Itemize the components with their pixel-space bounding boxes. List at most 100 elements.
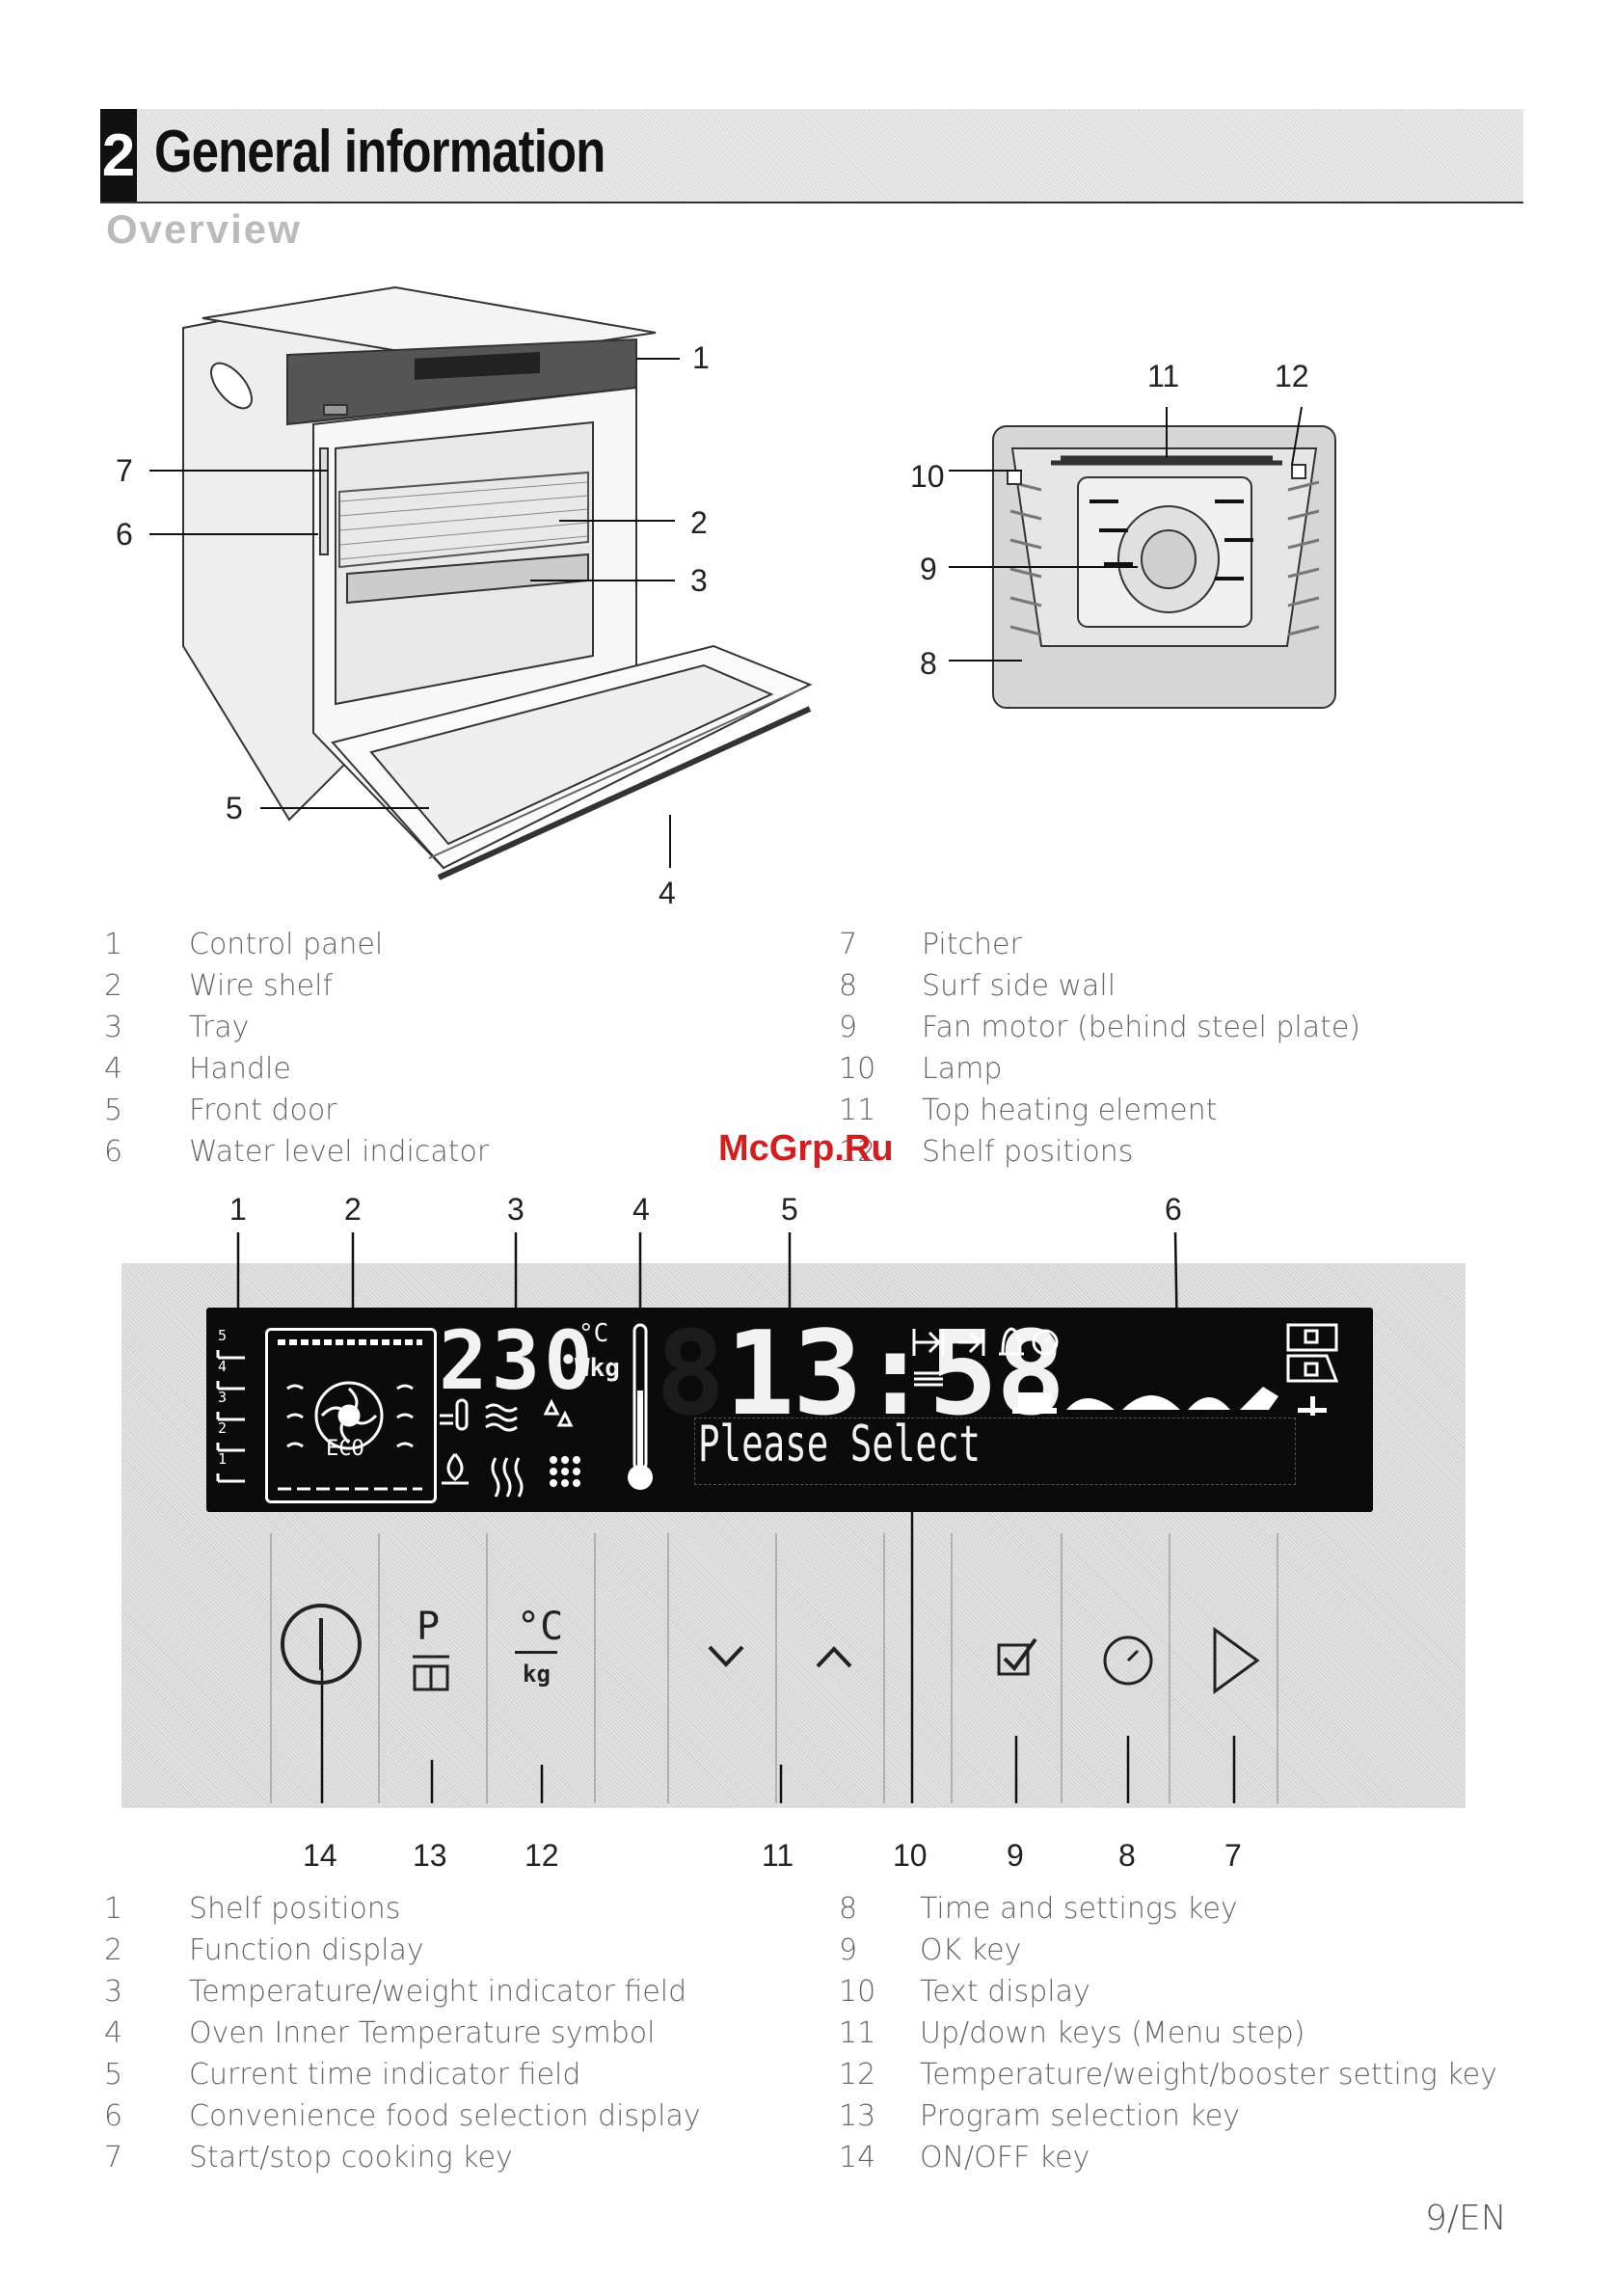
legend-text: ON/OFF key [920, 2141, 1090, 2174]
down-key[interactable] [702, 1639, 750, 1674]
legend-text: Time and settings key [920, 1892, 1238, 1926]
callout-4: 4 [659, 876, 676, 910]
key-separator [515, 1651, 557, 1654]
chevron-down-icon [708, 1645, 744, 1667]
legend-text: Front door [189, 1094, 337, 1127]
shelf-level-label: 3 [218, 1389, 228, 1406]
up-key[interactable] [810, 1639, 858, 1674]
fan-heating-icon [278, 1339, 422, 1491]
callout-9: 9 [920, 552, 937, 586]
legend-number: 11 [839, 1094, 876, 1127]
legend-number: 6 [104, 2099, 123, 2133]
legend-number: 11 [839, 2016, 876, 2050]
callout-1: 1 [692, 340, 710, 375]
function-display [265, 1328, 437, 1503]
legend-number: 9 [839, 1011, 858, 1044]
legend-number: 3 [104, 1011, 123, 1044]
legend-text: Temperature/weight/booster setting key [920, 2058, 1497, 2092]
legend-text: Start/stop cooking key [189, 2141, 513, 2174]
legend-number: 5 [104, 1094, 123, 1127]
weight-key-label: kg [523, 1661, 551, 1688]
legend-text: Top heating element [922, 1094, 1218, 1127]
legend-number: 7 [104, 2141, 123, 2174]
key-divider [1169, 1533, 1170, 1803]
temp-unit-label: °C [578, 1319, 609, 1348]
key-divider [378, 1533, 380, 1803]
legend-text: Surf side wall [922, 969, 1116, 1003]
legend-text: Wire shelf [189, 969, 334, 1003]
on-off-key[interactable] [278, 1601, 364, 1688]
weight-unit-label: Wkg [575, 1354, 620, 1383]
legend-text: Current time indicator field [189, 2058, 581, 2092]
legend-text: Text display [920, 1975, 1090, 2009]
panel-callout-3: 3 [507, 1192, 525, 1227]
shelf-level-label: 1 [218, 1450, 228, 1468]
watermark: McGrp.Ru [718, 1128, 894, 1169]
panel-callout-1: 1 [229, 1192, 247, 1227]
legend-number: 4 [104, 1052, 123, 1086]
legend-number: 10 [839, 1052, 876, 1086]
legend-number: 12 [839, 1135, 876, 1169]
legend-number: 4 [104, 2016, 123, 2050]
panel-callout-8: 8 [1118, 1838, 1136, 1873]
chapter-header-band [100, 109, 1523, 203]
legend-number: 7 [839, 928, 858, 961]
legend-text: Program selection key [920, 2099, 1240, 2133]
legend-number: 9 [839, 1933, 858, 1967]
panel-callout-5: 5 [781, 1192, 798, 1227]
timer-icons [912, 1327, 1059, 1387]
shelf-level-label: 5 [218, 1327, 228, 1344]
function-symbols [440, 1398, 580, 1498]
oven-inner-temperature-icon [628, 1323, 653, 1490]
legend-number: 6 [104, 1135, 123, 1169]
legend-text: OK key [920, 1933, 1022, 1967]
temperature-weight-key[interactable]: °C kg [509, 1605, 577, 1701]
legend-number: 8 [839, 969, 858, 1003]
book-icon [413, 1655, 449, 1691]
time-ghost-digit: 8 [656, 1308, 728, 1442]
section-title: Overview [106, 206, 302, 252]
play-icon [1213, 1627, 1260, 1694]
ok-key[interactable] [993, 1634, 1041, 1682]
legend-number: 1 [104, 1892, 123, 1926]
time-settings-key[interactable] [1099, 1632, 1157, 1689]
legend-number: 2 [104, 969, 123, 1003]
key-divider [270, 1533, 272, 1803]
text-display-frame [694, 1418, 1296, 1485]
legend-number: 8 [839, 1892, 858, 1926]
legend-text: Water level indicator [189, 1135, 490, 1169]
checkbox-icon [997, 1637, 1037, 1676]
panel-callout-7: 7 [1224, 1838, 1242, 1873]
program-letter: P [417, 1605, 441, 1649]
key-divider [486, 1533, 488, 1803]
callout-6: 6 [116, 517, 133, 552]
legend-text: Fan motor (behind steel plate) [922, 1011, 1361, 1044]
chapter-number: 2 [100, 109, 137, 202]
legend-text: Handle [189, 1052, 291, 1086]
legend-number: 1 [104, 928, 123, 961]
program-selection-key[interactable]: P [399, 1605, 467, 1701]
shelf-position-indicator: 5 4 3 2 1 [218, 1327, 251, 1481]
legend-text: Temperature/weight indicator field [189, 1975, 687, 2009]
clock-icon [1103, 1635, 1153, 1686]
key-divider [594, 1533, 596, 1803]
power-icon [281, 1604, 362, 1685]
legend-number: 5 [104, 2058, 123, 2092]
panel-callout-10: 10 [893, 1838, 928, 1873]
key-divider [883, 1533, 885, 1803]
callout-3: 3 [690, 563, 708, 598]
legend-number: 13 [839, 2099, 876, 2133]
panel-callout-12: 12 [525, 1838, 559, 1873]
legend-text: Oven Inner Temperature symbol [189, 2016, 656, 2050]
callout-8: 8 [920, 646, 937, 681]
panel-callout-14: 14 [303, 1838, 337, 1873]
legend-text: Shelf positions [922, 1135, 1134, 1169]
legend-number: 14 [839, 2141, 876, 2174]
legend-text: Shelf positions [189, 1892, 401, 1926]
start-stop-key[interactable] [1207, 1624, 1265, 1697]
convenience-food-icons [1012, 1387, 1327, 1416]
key-divider [667, 1533, 669, 1803]
legend-text: Pitcher [922, 928, 1022, 961]
panel-callout-11: 11 [762, 1838, 794, 1873]
key-divider [951, 1533, 953, 1803]
